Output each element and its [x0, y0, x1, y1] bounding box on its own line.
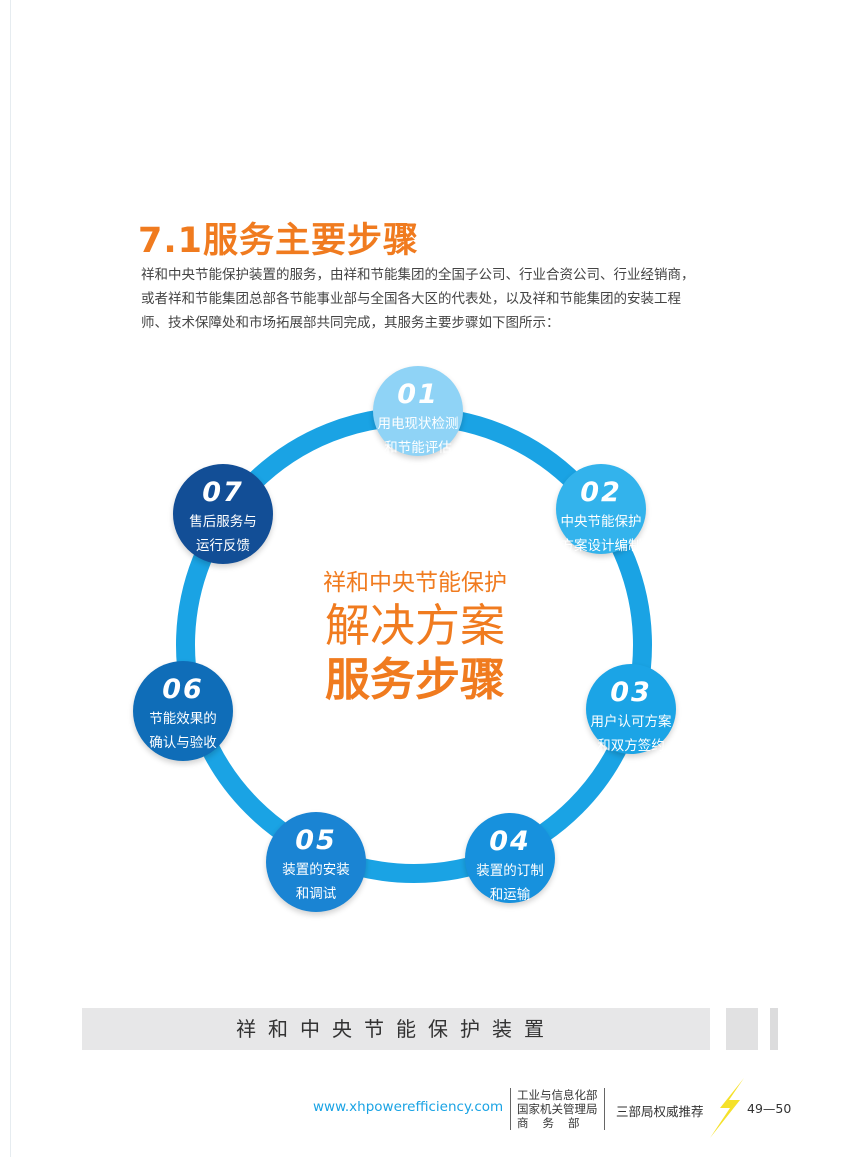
step-number: 06: [162, 674, 204, 705]
step-02: 02 中央节能保护 方案设计编制: [556, 464, 646, 554]
step-label-line2: 和运输: [489, 887, 531, 903]
footer-bar-block: [726, 1008, 758, 1050]
intro-line: 祥和中央节能保护装置的服务，由祥和节能集团的全国子公司、行业合资公司、行业经销商…: [141, 267, 695, 283]
step-number: 07: [202, 477, 244, 508]
step-05: 05 装置的安装 和调试: [266, 812, 366, 912]
step-number: 04: [489, 826, 531, 857]
center-title-line3: 服务步骤: [324, 653, 505, 706]
step-label-line1: 售后服务与: [189, 514, 257, 530]
step-label-line1: 用户认可方案: [590, 714, 672, 730]
center-title-line2: 解决方案: [324, 599, 505, 652]
step-label-line2: 和调试: [295, 886, 337, 902]
step-label-line2: 和双方签约: [597, 738, 665, 754]
intro-paragraph: 祥和中央节能保护装置的服务，由祥和节能集团的全国子公司、行业合资公司、行业经销商…: [141, 263, 737, 335]
footer-bar: [82, 1008, 710, 1050]
ministries-list: 工业与信息化部 国家机关管理局 商务部: [510, 1088, 605, 1130]
step-label-line1: 节能效果的: [149, 711, 217, 727]
page-edge: [10, 0, 11, 1157]
step-number: 02: [580, 477, 622, 508]
step-label-line1: 中央节能保护: [560, 514, 642, 530]
ministry-name: 商务部: [517, 1116, 594, 1130]
step-label-line2: 和节能评估: [384, 440, 452, 456]
step-03: 03 用户认可方案 和双方签约: [586, 664, 676, 754]
step-label-line2: 确认与验收: [149, 735, 217, 751]
lightning-bolt-icon: [710, 1078, 744, 1138]
footer-bar-block: [770, 1008, 778, 1050]
step-label-line1: 装置的订制: [476, 863, 544, 879]
step-label-line2: 运行反馈: [196, 538, 250, 554]
page-numbers: 49—50: [747, 1101, 792, 1116]
step-04: 04 装置的订制 和运输: [465, 813, 555, 903]
step-01: 01 用电现状检测 和节能评估: [373, 366, 463, 456]
step-label-line2: 方案设计编制: [560, 538, 642, 554]
endorsement-text: 三部局权威推荐: [616, 1104, 704, 1119]
center-title: 祥和中央节能保护 解决方案 服务步骤: [300, 567, 530, 707]
step-number: 05: [295, 825, 337, 856]
section-heading: 7.1服务主要步骤: [138, 221, 420, 261]
intro-line: 或者祥和节能集团总部各节能事业部与全国各大区的代表处，以及祥和节能集团的安装工程: [141, 291, 681, 307]
website-link[interactable]: www.xhpowerefficiency.com: [313, 1099, 504, 1115]
step-06: 06 节能效果的 确认与验收: [133, 661, 233, 761]
step-number: 03: [610, 677, 652, 708]
ministry-name: 工业与信息化部: [517, 1088, 598, 1102]
step-07: 07 售后服务与 运行反馈: [173, 464, 273, 564]
step-label-line1: 装置的安装: [282, 862, 350, 878]
step-number: 01: [397, 379, 439, 410]
ministry-name: 国家机关管理局: [517, 1102, 598, 1116]
center-title-line1: 祥和中央节能保护: [323, 570, 507, 596]
intro-line: 师、技术保障处和市场拓展部共同完成，其服务主要步骤如下图所示：: [141, 315, 560, 331]
footer-title: 祥和中央节能保护装置: [236, 1017, 556, 1041]
step-label-line1: 用电现状检测: [377, 416, 459, 432]
